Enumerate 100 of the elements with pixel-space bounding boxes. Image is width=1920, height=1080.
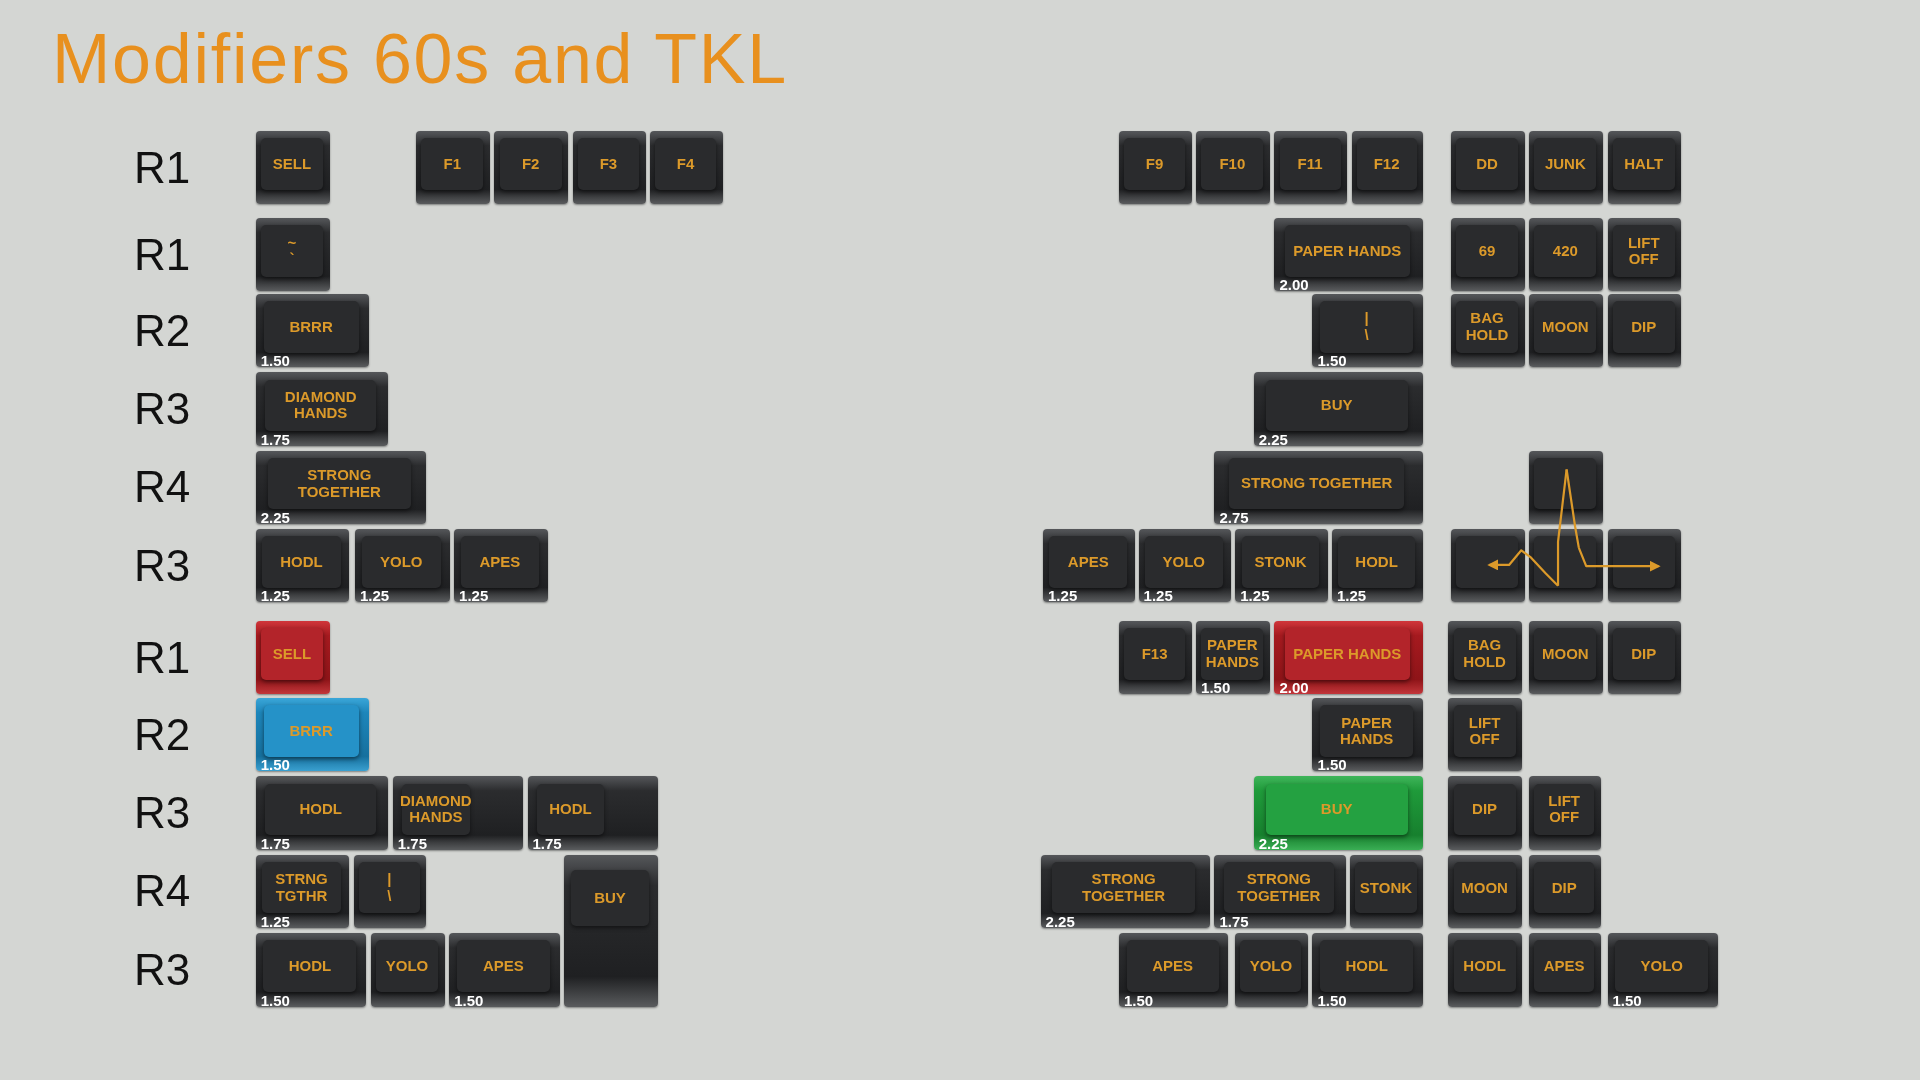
key-size: 1.50 <box>1612 992 1642 1008</box>
keycap <box>1448 620 1523 695</box>
keycap <box>649 131 723 205</box>
key-legend: HODL <box>547 801 594 818</box>
key-size: 1.50 <box>1201 680 1231 696</box>
key-legend: PAPER HANDS <box>1291 645 1404 663</box>
key-legend: DIAMOND HANDS <box>264 388 377 422</box>
keycap <box>1214 854 1346 929</box>
keycap <box>255 131 330 205</box>
key-legend: HODL <box>297 801 344 818</box>
keycap <box>255 697 369 772</box>
price-line-arrow <box>1577 546 1661 572</box>
keycap <box>1118 620 1192 695</box>
key-legend: BAG HOLD <box>1453 637 1516 671</box>
keycap <box>354 528 450 603</box>
row-label: R2 <box>134 308 191 353</box>
key-legend: DIP <box>1629 318 1659 336</box>
keycap <box>1450 293 1525 368</box>
key-legend: APES <box>477 553 523 571</box>
key-legend: BUY <box>1318 801 1355 818</box>
key-legend: | <box>385 871 394 888</box>
keycap <box>255 450 427 525</box>
keycap <box>255 293 369 368</box>
keycap <box>353 854 427 929</box>
keycap <box>416 131 490 205</box>
keycap <box>1448 776 1523 850</box>
key-legend: 69 <box>1476 242 1498 260</box>
keycap <box>1450 131 1525 205</box>
key-legend: F1 <box>441 155 464 173</box>
keycap <box>1312 293 1424 368</box>
price-line-arrow <box>1486 548 1559 587</box>
keycap <box>1448 933 1523 1007</box>
key-legend: YOLO <box>1638 957 1685 975</box>
key-legend: STRONG TOGETHER <box>267 467 411 501</box>
key-legend: HODL <box>286 957 334 975</box>
keycap <box>1196 131 1270 205</box>
key-size: 1.25 <box>1240 588 1270 604</box>
key-legend: STRONG TOGETHER <box>1238 475 1395 492</box>
key-legend: F13 <box>1139 645 1170 663</box>
key-legend: HODL <box>1461 957 1508 975</box>
key-legend: DD <box>1474 155 1500 173</box>
keycap <box>1350 854 1424 929</box>
key-size: 1.50 <box>260 992 290 1008</box>
key-legend: LIFT OFF <box>1534 792 1595 826</box>
keycap <box>1607 131 1682 205</box>
keycap <box>1214 450 1424 525</box>
key-legend: JUNK <box>1542 155 1588 173</box>
keycap <box>1138 528 1231 603</box>
keycap <box>1196 620 1270 695</box>
key-legend: F2 <box>519 155 542 173</box>
key-legend: SELL <box>270 155 314 173</box>
keycap <box>392 776 524 850</box>
key-legend: DIP <box>1549 879 1579 896</box>
keycap <box>1274 131 1348 205</box>
key-legend: MOON <box>1540 645 1591 663</box>
keycap <box>1235 528 1328 603</box>
key-legend: 420 <box>1550 242 1580 260</box>
key-legend: YOLO <box>383 957 431 975</box>
keycap <box>1529 528 1604 603</box>
keycap <box>1118 131 1192 205</box>
key-legend: APES <box>1065 553 1111 571</box>
keycap <box>1607 217 1682 292</box>
key-size: 1.50 <box>260 757 290 773</box>
key-legend: YOLO <box>1247 957 1295 975</box>
key-legend: BRRR <box>287 722 335 740</box>
keycap <box>1235 933 1308 1007</box>
key-size: 1.25 <box>1048 588 1078 604</box>
key-legend: HODL <box>1353 553 1400 571</box>
key-size: 1.75 <box>397 835 428 851</box>
key-legend: \ <box>1362 326 1371 344</box>
keycap <box>255 372 389 446</box>
key-size: 2.25 <box>1045 914 1075 930</box>
key-legend: STONK <box>1357 879 1415 896</box>
key-size: 1.25 <box>459 588 489 604</box>
key-size: 1.50 <box>1317 757 1347 773</box>
key-legend: \ <box>385 887 394 905</box>
key-legend: F10 <box>1217 155 1248 173</box>
keycap <box>1529 620 1604 695</box>
key-legend: ~ <box>285 234 299 251</box>
row-label: R1 <box>134 145 191 190</box>
key-size: 2.25 <box>1258 431 1288 447</box>
key-legend: LIFT OFF <box>1453 714 1516 748</box>
keycap <box>1450 528 1525 603</box>
title: Modifiers 60s and TKL <box>52 24 788 94</box>
key-legend: HODL <box>1343 957 1390 975</box>
key-size: 2.25 <box>260 510 290 526</box>
key-legend: F3 <box>597 155 620 173</box>
keycap <box>1253 372 1424 446</box>
row-label: R3 <box>134 791 191 836</box>
key-size: 1.25 <box>1337 588 1367 604</box>
key-legend: PAPER HANDS <box>1291 242 1404 260</box>
key-size: 1.25 <box>260 914 290 930</box>
keycap <box>1529 293 1604 368</box>
key-size: 1.25 <box>1143 588 1173 604</box>
key-size: 1.50 <box>1317 992 1347 1008</box>
key-legend: STRONG TOGETHER <box>1052 871 1195 905</box>
keycap <box>1529 131 1604 205</box>
key-size: 1.50 <box>260 353 290 369</box>
keycap <box>1607 293 1682 368</box>
row-label: R2 <box>134 712 191 757</box>
